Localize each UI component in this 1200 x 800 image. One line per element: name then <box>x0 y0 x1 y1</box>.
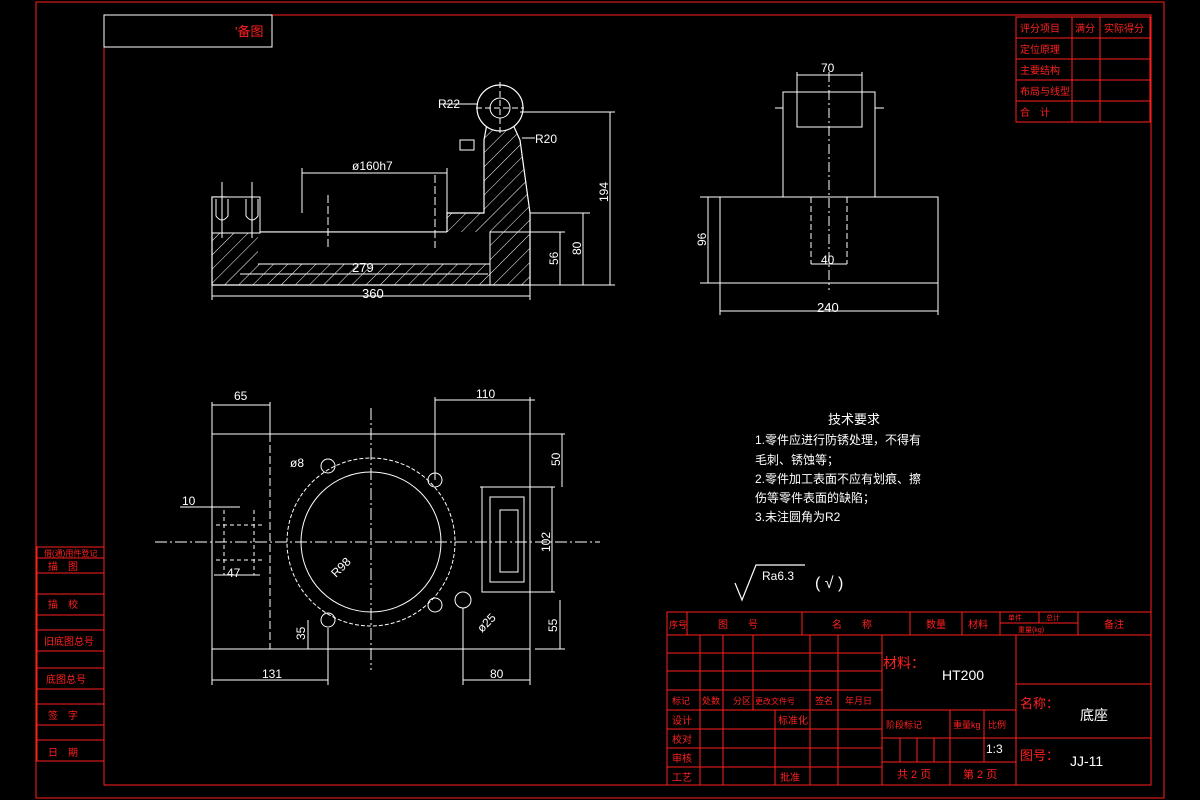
dim-240: 240 <box>817 300 839 315</box>
tb-material-label: 材料： <box>883 655 925 671</box>
tb-scale-label: 比例 <box>988 719 1006 730</box>
strip-label-6: 签 字 <box>48 709 78 722</box>
strip-label-5: 底图总号 <box>46 673 86 686</box>
tb-page-no: 第 2 页 <box>963 767 997 781</box>
dim-80b: 80 <box>490 667 504 681</box>
tb-hdr-weight: 重量(kg) <box>1018 626 1044 634</box>
tb-hdr-seq: 序号 <box>669 619 687 630</box>
tb-row-sign: 签名 <box>815 695 833 706</box>
dim-35: 35 <box>294 626 308 640</box>
tech-line-2: 毛刺、锈蚀等； <box>755 453 839 467</box>
tb-hdr-name: 名 称 <box>832 618 872 631</box>
tb-hdr-unit: 单件 <box>1008 613 1022 622</box>
dim-279: 279 <box>352 260 374 275</box>
tb-hdr-total: 总计 <box>1046 613 1060 622</box>
inner-frame <box>103 14 1152 786</box>
roughness-paren: ( √ ) <box>815 575 843 592</box>
tech-line-1: 1.零件应进行防锈处理，不得有 <box>755 432 921 447</box>
dim-110: 110 <box>476 387 495 401</box>
tech-line-4: 伤等零件表面的缺陷； <box>755 490 875 505</box>
strip-label-3: 描 校 <box>48 598 78 611</box>
title-block <box>666 611 1152 786</box>
dim-r20: R20 <box>535 132 557 146</box>
score-header-full: 满分 <box>1075 23 1095 35</box>
dim-50: 50 <box>549 452 563 466</box>
tb-total-pages: 共 2 页 <box>897 768 931 781</box>
tb-row-count: 处数 <box>702 695 720 706</box>
tb-name-label: 名称： <box>1020 696 1059 711</box>
dim-r22: R22 <box>438 97 460 111</box>
dim-47: 47 <box>227 566 241 580</box>
outer-frame <box>35 1 1165 799</box>
tb-review: 审核 <box>672 752 692 765</box>
score-row-3: 布局与线型 <box>1020 85 1070 98</box>
dim-d25: ø25 <box>474 610 499 635</box>
tb-scale: 1:3 <box>986 742 1003 756</box>
roughness-icon <box>734 564 805 602</box>
strip-label-7: 日 期 <box>48 747 78 759</box>
tech-line-5: 3.未注圆角为R2 <box>755 509 841 524</box>
tb-process: 工艺 <box>672 772 692 784</box>
strip-label-1: 借(通)用件登记 <box>44 548 97 558</box>
dim-56: 56 <box>547 251 561 265</box>
dim-65: 65 <box>234 389 248 403</box>
dim-55: 55 <box>546 618 560 632</box>
dim-d160: ø160h7 <box>352 159 393 173</box>
tb-standard: 标准化 <box>778 714 808 727</box>
score-header-item: 评分项目 <box>1020 23 1060 35</box>
dim-360: 360 <box>362 286 384 301</box>
score-table <box>1015 16 1151 123</box>
strip-label-4: 旧底图总号 <box>44 635 94 648</box>
left-strip <box>36 546 105 762</box>
dim-d8: ø8 <box>290 456 304 470</box>
tb-material-value: HT200 <box>942 667 984 683</box>
tech-line-3: 2.零件加工表面不应有划痕、擦 <box>755 471 921 486</box>
tb-check: 校对 <box>672 733 692 746</box>
tb-row-mark: 标记 <box>672 695 690 706</box>
tb-approve: 批准 <box>780 771 800 784</box>
dim-102: 102 <box>539 532 553 552</box>
corner-tag-box <box>103 14 273 48</box>
score-row-4: 合 计 <box>1020 106 1050 119</box>
tb-hdr-remark: 备注 <box>1104 618 1124 631</box>
top-view <box>155 397 600 685</box>
score-header-actual: 实际得分 <box>1104 22 1144 35</box>
tb-weight: 重量kg <box>953 719 981 730</box>
tb-stage: 阶段标记 <box>886 719 922 730</box>
front-view <box>211 82 615 300</box>
tb-name-value: 底座 <box>1080 707 1108 723</box>
roughness-value: Ra6.3 <box>762 569 794 583</box>
strip-label-2: 描 图 <box>48 560 78 573</box>
dim-40: 40 <box>821 253 835 267</box>
tb-drawno-value: JJ-11 <box>1070 753 1103 769</box>
score-row-1: 定位原理 <box>1020 43 1060 56</box>
tb-hdr-qty: 数量 <box>926 618 946 631</box>
score-row-2: 主要结构 <box>1020 64 1060 77</box>
tb-row-date: 年月日 <box>845 695 872 706</box>
tb-row-changedoc: 更改文件号 <box>755 696 795 706</box>
tb-design: 设计 <box>672 714 692 727</box>
dim-96: 96 <box>695 232 709 246</box>
dim-194: 194 <box>597 182 611 202</box>
dim-70: 70 <box>821 61 835 75</box>
tb-drawno-label: 图号： <box>1020 748 1059 763</box>
dim-r98: R98 <box>328 554 354 580</box>
side-view <box>700 72 939 315</box>
tb-hdr-drawno: 图 号 <box>718 619 758 631</box>
tech-title: 技术要求 <box>828 412 880 427</box>
tb-row-zone: 分区 <box>733 696 751 706</box>
tb-hdr-material: 材料 <box>968 618 988 631</box>
dim-10: 10 <box>182 494 196 508</box>
dim-131: 131 <box>262 667 282 681</box>
corner-tag: '备图 <box>235 24 263 39</box>
dim-80: 80 <box>570 241 584 255</box>
